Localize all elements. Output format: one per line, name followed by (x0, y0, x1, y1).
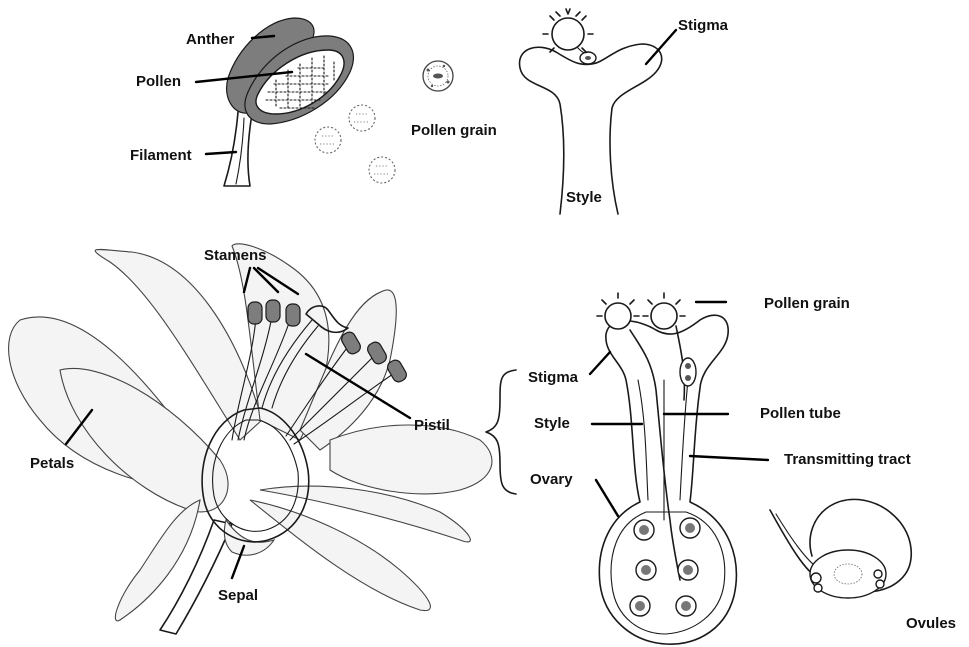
pollen-grain-closeup (423, 61, 453, 91)
sepal-label: Sepal (218, 587, 258, 604)
pistil-label: Pistil (414, 417, 450, 434)
ovules-label: Ovules (906, 615, 956, 632)
petals-label: Petals (30, 455, 74, 472)
ovary-leader (596, 480, 618, 516)
flower-illustration (9, 244, 492, 634)
anther-illustration (224, 18, 353, 186)
stigma-style-illustration (520, 9, 662, 214)
ovule-closeup (770, 499, 911, 598)
loose-pollen-grains (315, 105, 395, 183)
transmitting-tract-leader (690, 456, 768, 460)
stigma-label-top: Stigma (678, 17, 729, 34)
pistil-cross-section (486, 293, 736, 644)
ovary-label: Ovary (530, 471, 573, 488)
pollen-grain-label-top: Pollen grain (411, 122, 497, 139)
ovule-set (630, 518, 700, 616)
filament-label: Filament (130, 147, 192, 164)
style-label-top: Style (566, 189, 602, 206)
stigma-leader-right (590, 352, 610, 374)
pollen-label: Pollen (136, 73, 181, 90)
stigma-label-right: Stigma (528, 369, 579, 386)
transmitting-tract-label: Transmitting tract (784, 451, 911, 468)
stamens-label: Stamens (204, 247, 267, 264)
pollen-grain-label-right: Pollen grain (764, 295, 850, 312)
anther-label: Anther (186, 31, 234, 48)
stigma-top-leader (646, 30, 676, 64)
style-label-right: Style (534, 415, 570, 432)
pollen-tube-label: Pollen tube (760, 405, 841, 422)
